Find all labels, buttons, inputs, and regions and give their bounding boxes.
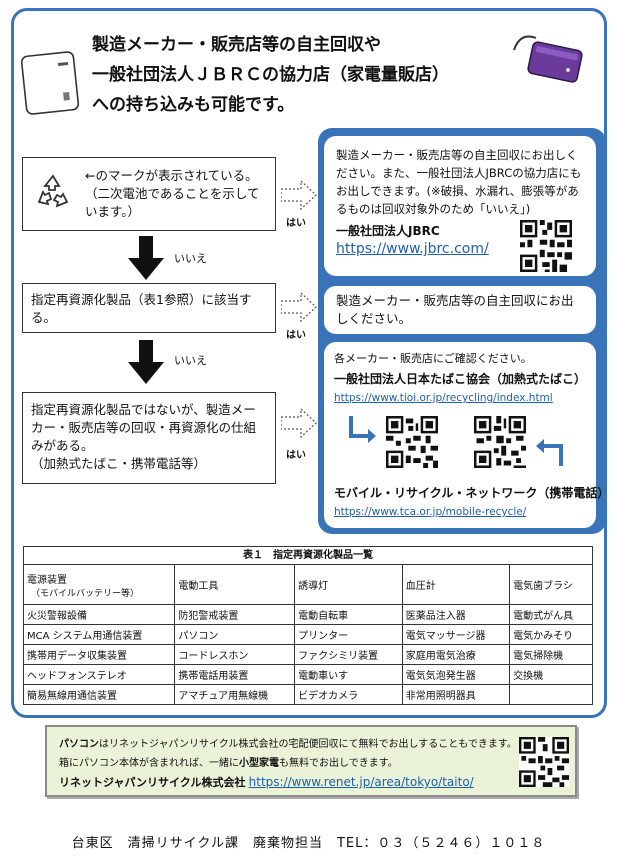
jbrc-org-name: 一般社団法人JBRC <box>336 224 440 238</box>
tobacco-qr-code[interactable] <box>386 416 438 468</box>
table-cell <box>509 684 593 705</box>
card1-text: 製造メーカー・販売店等の自主回収にお出しください。また、一般社団法人JBRCの協… <box>336 148 582 216</box>
table-cell: 電動式がん具 <box>509 604 593 625</box>
table-cell: コードレスホン <box>174 644 296 665</box>
card2-text: 製造メーカー・販売店等の自主回収にお出しください。 <box>336 293 574 326</box>
tobacco-link[interactable]: https://www.tioi.or.jp/recycling/index.h… <box>334 392 553 404</box>
recycle-icon <box>37 174 69 208</box>
result-card-3: 各メーカー・販売店にご確認ください。 一般社団法人日本たばこ協会（加熱式たばこ）… <box>324 342 609 528</box>
table-cell: 電動自転車 <box>294 604 403 625</box>
page-title: 製造メーカー・販売店等の自主回収や 一般社団法人ＪＢＲＣの協力店（家電量販店） … <box>92 30 522 120</box>
table-cell: 防犯警戒装置 <box>174 604 296 625</box>
table-cell: 電動工具 <box>174 564 296 605</box>
flow-step-2: 指定再資源化製品（表1参照）に該当する。 <box>22 283 276 333</box>
no-label-1: いいえ <box>174 252 207 265</box>
table-cell: 電気歯ブラシ <box>509 564 593 605</box>
table-cell: 電気マッサージ器 <box>401 624 511 645</box>
step3-text: 指定再資源化製品ではないが、製造メーカー・販売店等の回収・再資源化の仕組みがある… <box>31 402 257 453</box>
notice-line-1: はリネットジャパンリサイクル株式会社の宅配便回収にて無料でお出しすることもできま… <box>99 739 517 750</box>
renet-qr-code[interactable] <box>519 737 569 787</box>
renet-org-name: リネットジャパンリサイクル株式会社 <box>59 776 246 789</box>
table-cell: ビデオカメラ <box>294 684 403 705</box>
result-card-2: 製造メーカー・販売店等の自主回収にお出しください。 <box>324 286 596 334</box>
step1-text-main: ←のマークが表示されている。 <box>85 168 258 183</box>
mobile-link[interactable]: https://www.tca.or.jp/mobile-recycle/ <box>334 506 527 518</box>
table-cell: パソコン <box>174 624 296 645</box>
table-row: 火災警報設備 防犯警戒装置 電動自転車 医薬品注入器 電動式がん具 <box>22 604 593 625</box>
down-arrow-icon <box>128 236 164 280</box>
table-cell: 電気気泡発生器 <box>401 664 511 685</box>
title-line-3: への持ち込みも可能です。 <box>92 95 295 115</box>
battery-icon <box>20 51 80 115</box>
table-cell: 電気掃除機 <box>509 644 593 665</box>
right-arrow-icon <box>281 180 317 210</box>
step2-text: 指定再資源化製品（表1参照）に該当する。 <box>31 292 252 325</box>
jbrc-qr-code[interactable] <box>520 220 572 272</box>
contact-footer: 台東区 清掃リサイクル課 廃棄物担当 TEL：０３（５２４６）１０１８ <box>71 836 546 851</box>
table-row: ヘッドフォンステレオ 携帯電話用装置 電動車いす 電気気泡発生器 交換機 <box>22 664 593 685</box>
flow-step-3: 指定再資源化製品ではないが、製造メーカー・販売店等の回収・再資源化の仕組みがある… <box>22 392 276 484</box>
jbrc-link[interactable]: https://www.jbrc.com/ <box>336 241 489 257</box>
yes-label-2: はい <box>286 330 306 341</box>
mobile-qr-code[interactable] <box>474 416 526 468</box>
powerbank-icon <box>513 35 583 83</box>
no-label-2: いいえ <box>174 354 207 367</box>
flow-step-1: ←のマークが表示されている。 （二次電池であることを示しています。） <box>22 157 276 231</box>
pc-recycle-notice: パソコンはリネットジャパンリサイクル株式会社の宅配便回収にて無料でお出しすること… <box>45 725 577 797</box>
mobile-org-name: モバイル・リサイクル・ネットワーク（携帯電話） <box>334 486 610 500</box>
table-cell: 医薬品注入器 <box>401 604 511 625</box>
table-header-row: 電源装置（モバイルバッテリー等） 電動工具 誘導灯 血圧計 電気歯ブラシ <box>22 564 593 605</box>
table-row: 携帯用データ収集装置 コードレスホン ファクシミリ装置 家庭用電気治療 電気掃除… <box>22 644 593 665</box>
table-cell: アマチュア用無線機 <box>174 684 296 705</box>
table-cell: 携帯用データ収集装置 <box>22 644 176 665</box>
table-cell: プリンター <box>294 624 403 645</box>
yes-label-3: はい <box>286 450 306 461</box>
table-cell: 交換機 <box>509 664 593 685</box>
table-cell: ファクシミリ装置 <box>294 644 403 665</box>
card3-intro: 各メーカー・販売店にご確認ください。 <box>334 352 532 365</box>
table-cell: 血圧計 <box>401 564 511 605</box>
table-cell: 電動車いす <box>294 664 403 685</box>
down-arrow-icon <box>128 340 164 384</box>
notice-small-appliance: 小型家電 <box>239 758 279 769</box>
title-line-2: 一般社団法人ＪＢＲＣの協力店（家電量販店） <box>92 65 449 85</box>
table-cell: 非常用照明器具 <box>401 684 511 705</box>
notice-line-2-end: も無料でお出しできます。 <box>279 758 398 769</box>
notice-pc-bold: パソコン <box>59 739 99 750</box>
table-cell: 家庭用電気治療 <box>401 644 511 665</box>
table-caption: 表１ 指定再資源化製品一覧 <box>23 546 593 564</box>
renet-link[interactable]: https://www.renet.jp/area/tokyo/taito/ <box>248 775 474 789</box>
corner-arrow-icon <box>536 439 563 466</box>
yes-label-1: はい <box>286 218 306 229</box>
right-arrow-icon <box>281 408 317 438</box>
table-cell: MCA システム用通信装置 <box>22 624 176 645</box>
notice-line-2: 箱にパソコン本体が含まれれば、一緒に <box>59 758 239 769</box>
table-cell: 誘導灯 <box>294 564 403 605</box>
table-cell: 携帯電話用装置 <box>174 664 296 685</box>
table-row: MCA システム用通信装置 パソコン プリンター 電気マッサージ器 電気かみそり <box>22 624 593 645</box>
result-card-1: 製造メーカー・販売店等の自主回収にお出しください。また、一般社団法人JBRCの協… <box>324 136 596 276</box>
table-row: 簡易無線用通信装置 アマチュア用無線機 ビデオカメラ 非常用照明器具 <box>22 684 593 705</box>
step3-note: （加熱式たばこ・携帯電話等） <box>31 456 207 471</box>
products-table: 表１ 指定再資源化製品一覧 電源装置（モバイルバッテリー等） 電動工具 誘導灯 … <box>22 546 593 705</box>
table-cell: ヘッドフォンステレオ <box>22 664 176 685</box>
table-cell: 簡易無線用通信装置 <box>22 684 176 705</box>
tobacco-org-name: 一般社団法人日本たばこ協会（加熱式たばこ） <box>334 372 587 386</box>
title-line-1: 製造メーカー・販売店等の自主回収や <box>92 35 381 55</box>
corner-arrow-icon <box>349 416 376 443</box>
step1-text-note: （二次電池であることを示しています。） <box>85 186 260 219</box>
right-arrow-icon <box>281 292 317 322</box>
table-cell: 電気かみそり <box>509 624 593 645</box>
table-cell: 電源装置（モバイルバッテリー等） <box>22 564 176 605</box>
table-cell: 火災警報設備 <box>22 604 176 625</box>
